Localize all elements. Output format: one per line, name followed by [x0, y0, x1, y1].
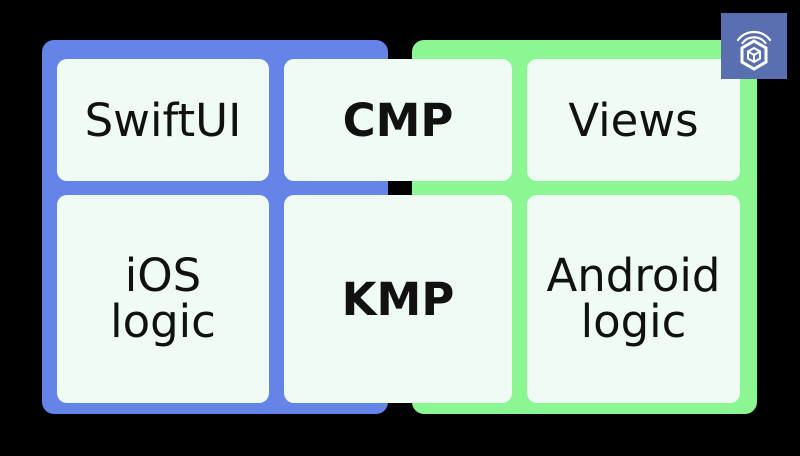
- cmp-cell: CMP: [284, 59, 512, 181]
- kmp-label: KMP: [341, 272, 455, 326]
- ios-logic-label-line2: logic: [110, 295, 216, 348]
- cmp-label: CMP: [342, 93, 454, 147]
- swiftui-label: SwiftUI: [84, 93, 242, 147]
- ios-logic-cell: iOS logic: [57, 195, 269, 403]
- android-logic-label-line2: logic: [580, 295, 687, 348]
- views-cell: Views: [527, 59, 740, 181]
- swiftui-cell: SwiftUI: [57, 59, 269, 181]
- hexagon-cube-logo-icon: [721, 13, 787, 79]
- android-logic-cell: Android logic: [527, 195, 740, 403]
- android-logic-label-line1: Android: [546, 249, 721, 303]
- ios-logic-label-line1: iOS: [124, 249, 202, 303]
- views-label: Views: [568, 93, 699, 147]
- kmp-cell: KMP: [284, 195, 512, 403]
